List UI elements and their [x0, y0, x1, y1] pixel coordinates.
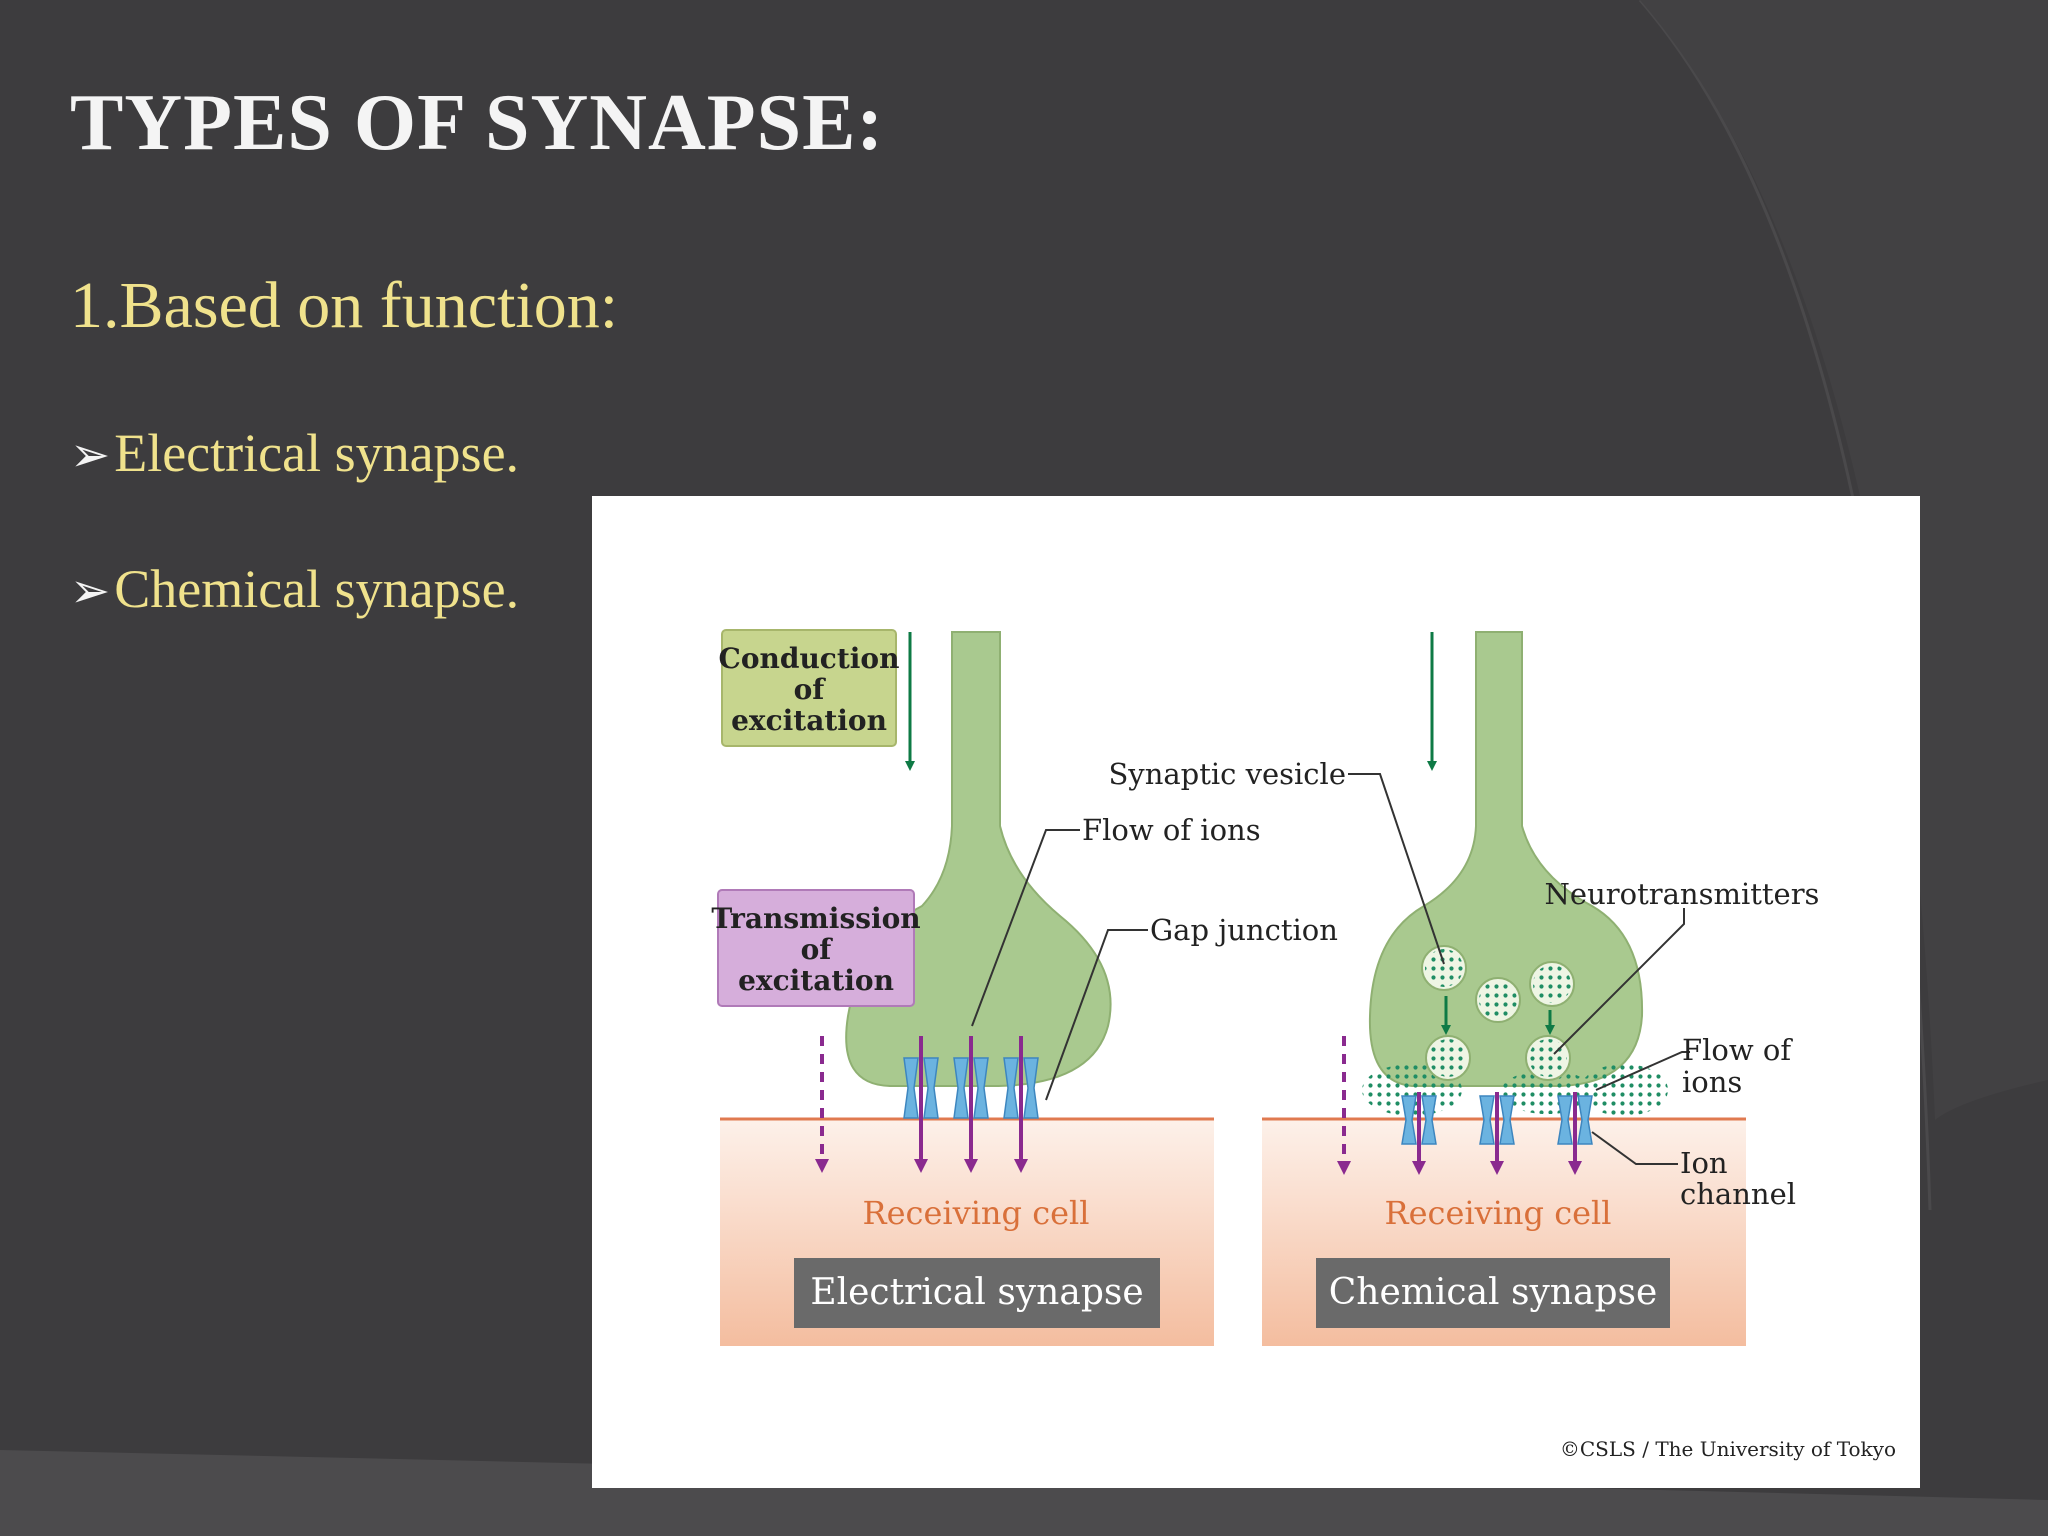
legend-transmission-line3: excitation [738, 964, 894, 997]
label-synaptic-vesicle: Synaptic vesicle [1108, 757, 1346, 791]
bullet-text: Chemical synapse. [114, 559, 520, 619]
label-flow-of-ions: Flow of ions [1082, 813, 1261, 847]
arrow-bullet-icon: ➢ [70, 565, 111, 618]
legend-transmission-line2: of [801, 933, 834, 966]
legend-conduction-line1: Conduction [719, 642, 900, 675]
synapse-diagram: Conduction of excitation Transmission of… [592, 496, 1920, 1488]
arrow-bullet-icon: ➢ [70, 429, 111, 482]
label-neurotransmitters: Neurotransmitters [1545, 877, 1820, 911]
synapse-diagram-svg: Conduction of excitation Transmission of… [711, 629, 1896, 1461]
bullet-chemical: ➢Chemical synapse. [70, 558, 519, 620]
label-ion-channel-1: Ion [1680, 1146, 1728, 1180]
legend-conduction-line3: excitation [731, 704, 887, 737]
credit-text: ©CSLS / The University of Tokyo [1560, 1437, 1896, 1461]
legend-conduction-line2: of [794, 673, 827, 706]
slide-title: TYPES OF SYNAPSE: [70, 79, 885, 167]
gap-junction-channels [903, 1057, 1039, 1119]
label-flow-of-ions-right-1: Flow of [1682, 1033, 1793, 1067]
panel-title-electrical: Electrical synapse [810, 1272, 1143, 1313]
bullet-electrical: ➢Electrical synapse. [70, 422, 519, 484]
label-ion-channel-2: channel [1680, 1177, 1796, 1211]
conduction-legend-box: Conduction of excitation [719, 629, 900, 747]
bullet-text: Electrical synapse. [114, 423, 520, 483]
panel-title-chemical: Chemical synapse [1329, 1272, 1658, 1313]
ion-flow-arrows-chemical [1412, 1092, 1582, 1175]
synaptic-vesicles [1421, 945, 1575, 1081]
label-receiving-cell-electrical: Receiving cell [862, 1194, 1089, 1232]
legend-transmission-line1: Transmission [711, 902, 920, 935]
label-gap-junction: Gap junction [1150, 913, 1338, 947]
slide-subtitle: 1.Based on function: [70, 269, 619, 342]
label-receiving-cell-chemical: Receiving cell [1384, 1194, 1611, 1232]
transmission-legend-box: Transmission of excitation [711, 889, 921, 1007]
ion-channels [1401, 1095, 1593, 1145]
panel-title-box-electrical [794, 1258, 1160, 1328]
label-flow-of-ions-right-2: ions [1682, 1065, 1742, 1099]
panel-title-box-chemical [1316, 1258, 1670, 1328]
ion-flow-arrows-electrical [914, 1036, 1028, 1173]
